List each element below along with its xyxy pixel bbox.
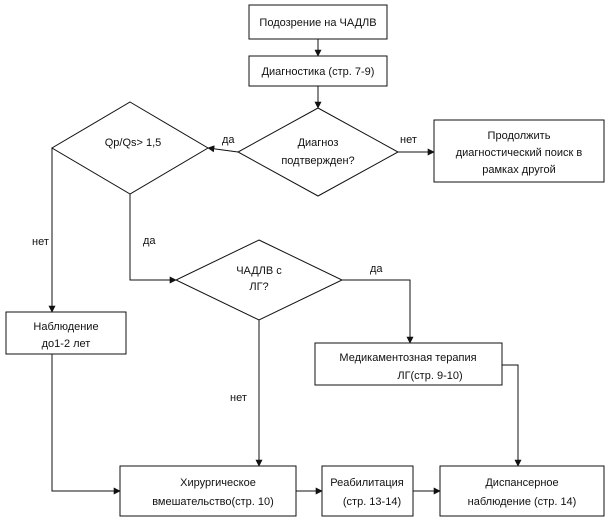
node-diag-confirmed: Диагноз подтвержден?	[236, 107, 400, 197]
node-observation-line2: до1-2 лет	[42, 338, 91, 350]
node-chadlv-lg-line1: ЧАДЛВ с	[236, 265, 282, 277]
node-diag-confirmed-line2: подтвержден?	[281, 155, 354, 167]
node-qp-qs: Qp/Qs> 1,5	[51, 101, 209, 195]
label-lg-yes: да	[370, 263, 383, 275]
node-surgery-line1: Хирургическое	[180, 477, 256, 489]
label-qp-yes: да	[143, 235, 156, 247]
node-suspicion-text: Подозрение на ЧАДЛВ	[259, 17, 376, 29]
label-qp-no: нет	[32, 236, 49, 248]
node-rehab-line2: (стр. 13-14)	[343, 496, 401, 508]
node-rehab-line1: Реабилитация	[330, 477, 404, 489]
node-surgery: Хирургическое вмешательство(стр. 10)	[119, 465, 297, 517]
edge-drug-dispensary	[502, 364, 522, 467]
edge-observation-surgery	[51, 354, 121, 495]
node-suspicion: Подозрение на ЧАДЛВ	[248, 4, 388, 40]
node-qp-qs-text: Qp/Qs> 1,5	[105, 137, 162, 149]
edge-confirmed-yes	[207, 145, 239, 153]
node-continue-search-line1: Продолжить	[488, 130, 551, 142]
node-continue-search-line2: диагностический поиск в	[456, 147, 583, 159]
label-diag-no: нет	[400, 134, 417, 146]
node-diagnostics-text: Диагностика (стр. 7-9)	[262, 66, 375, 78]
node-surgery-line2: вмешательство(стр. 10)	[152, 496, 274, 508]
node-dispensary-line1: Диспансерное	[485, 477, 558, 489]
node-rehab: Реабилитация (стр. 13-14)	[321, 465, 414, 517]
node-chadlv-lg-line2: ЛГ?	[249, 281, 268, 293]
node-continue-search: Продолжить диагностический поиск в рамка…	[433, 119, 605, 183]
node-continue-search-line3: рамках другой	[482, 164, 555, 176]
edge-qp-yes	[129, 194, 177, 284]
label-diag-yes: да	[222, 134, 235, 146]
node-drug-therapy-line1: Медикаментозная терапия	[339, 352, 476, 364]
node-dispensary: Диспансерное наблюдение (стр. 14)	[439, 465, 605, 517]
node-drug-therapy-line2: ЛГ(стр. 9-10)	[397, 370, 462, 382]
node-chadlv-lg: ЧАДЛВ с ЛГ?	[174, 239, 344, 321]
node-diag-confirmed-line1: Диагноз	[298, 137, 339, 149]
node-observation-line1: Наблюдение	[33, 321, 98, 333]
node-diagnostics: Диагностика (стр. 7-9)	[248, 55, 388, 87]
label-lg-no: нет	[230, 392, 247, 404]
node-observation: Наблюдение до1-2 лет	[5, 311, 127, 355]
edge-lg-yes	[342, 279, 414, 344]
connectors	[48, 39, 522, 495]
node-dispensary-line2: наблюдение (стр. 14)	[468, 496, 577, 508]
node-drug-therapy: Медикаментозная терапия ЛГ(стр. 9-10)	[314, 342, 503, 386]
